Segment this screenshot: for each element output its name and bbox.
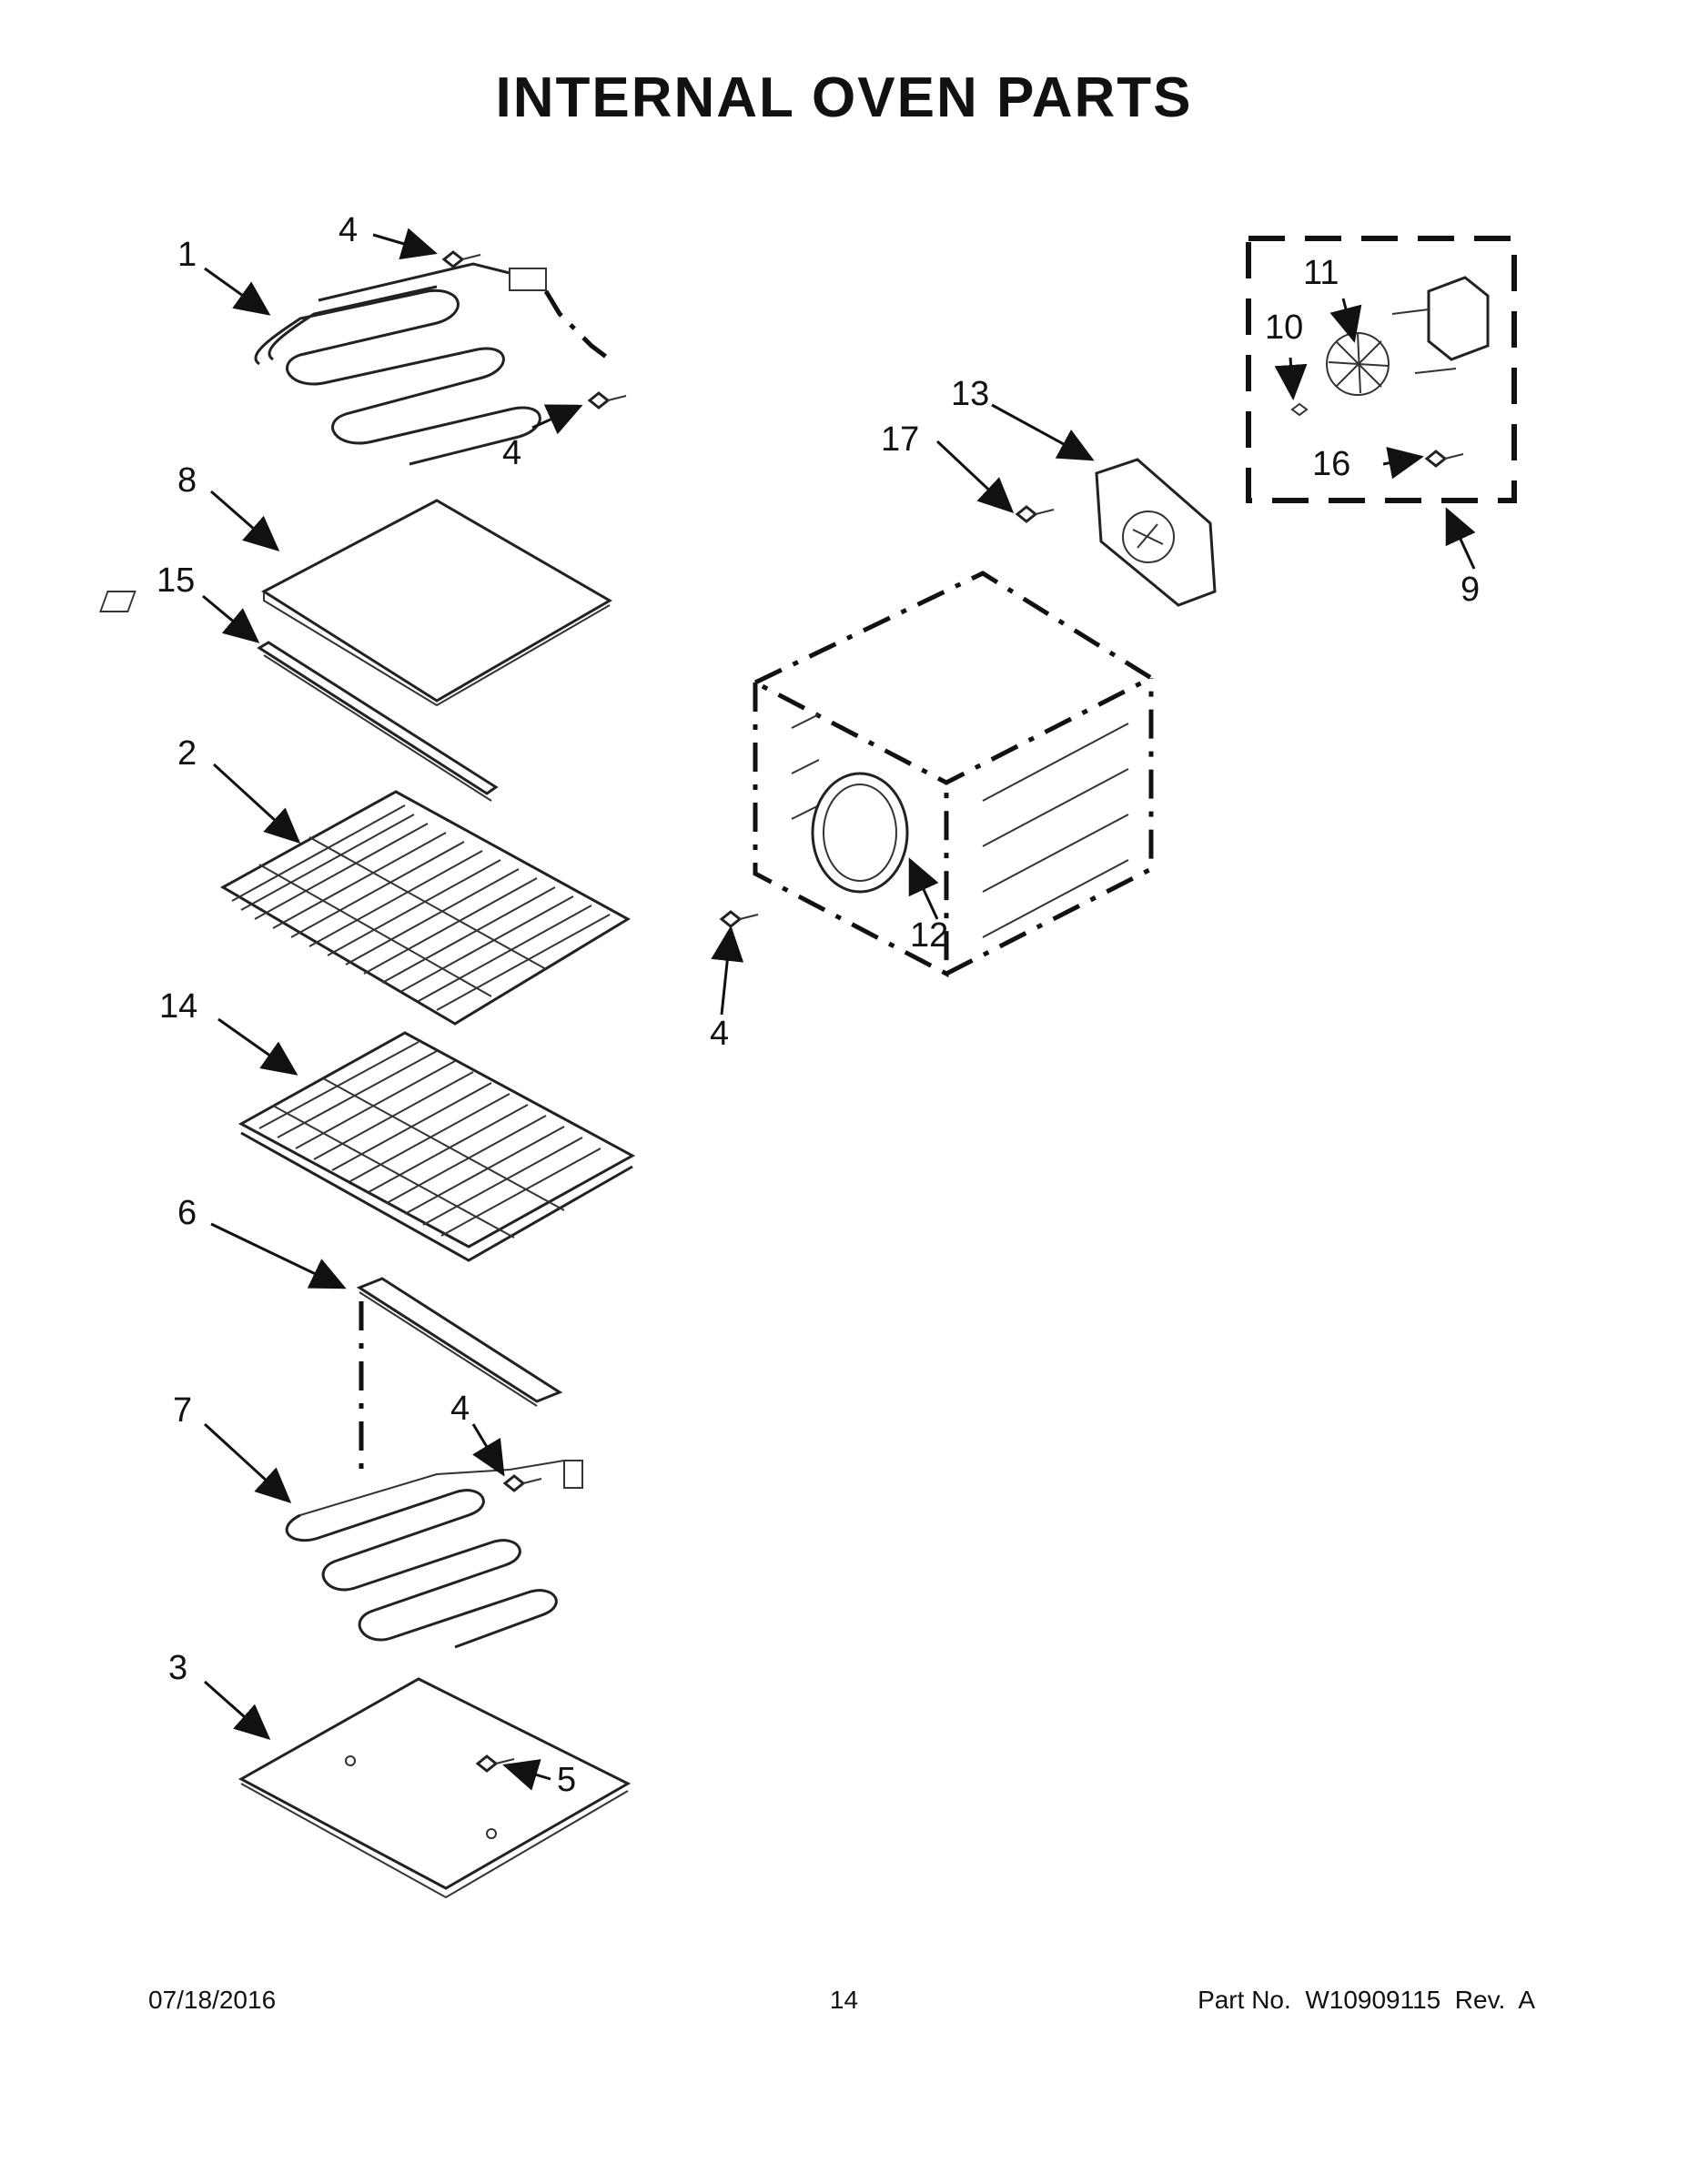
trim-bar-part — [356, 1277, 563, 1474]
leader-arrows — [202, 228, 1476, 1791]
callout-2: 2 — [177, 734, 197, 773]
callout-17: 17 — [881, 420, 919, 459]
panel-part — [99, 499, 612, 707]
callout-8: 8 — [177, 461, 197, 500]
broil-element-part — [254, 262, 612, 466]
callout-4: 4 — [710, 1015, 729, 1053]
screw-icon — [1424, 450, 1464, 468]
callout-3: 3 — [168, 1649, 187, 1687]
callout-1: 1 — [177, 236, 197, 274]
callout-5: 5 — [557, 1761, 576, 1799]
footer-page-number: 14 — [829, 1986, 859, 2014]
roller-rack-part — [238, 1031, 636, 1262]
callout-12: 12 — [910, 916, 948, 955]
screw-icon — [587, 391, 627, 410]
callout-11: 11 — [1303, 254, 1339, 292]
callout-9: 9 — [1461, 571, 1480, 609]
callout-15: 15 — [157, 561, 195, 600]
footer-part-number: Part No. W10909115 Rev. A — [1198, 1986, 1535, 2014]
oven-cavity-part — [750, 571, 1157, 978]
screw-icon — [1015, 505, 1055, 523]
callout-4: 4 — [339, 211, 358, 249]
callout-13: 13 — [951, 375, 989, 413]
screw-icon — [719, 910, 759, 928]
callout-6: 6 — [177, 1194, 197, 1232]
screw-icon — [502, 1474, 542, 1492]
footer-date: 07/18/2016 — [148, 1986, 277, 2014]
callout-14: 14 — [159, 987, 197, 1026]
callout-16: 16 — [1312, 445, 1350, 483]
callout-10: 10 — [1265, 308, 1303, 347]
callout-4: 4 — [450, 1390, 470, 1428]
bake-element-part — [285, 1460, 583, 1649]
screw-icon — [441, 250, 481, 268]
fan-cover-part — [1095, 458, 1217, 607]
oven-rack-part — [219, 790, 632, 1026]
trim-strip-part — [257, 641, 499, 802]
page-title: INTERNAL OVEN PARTS — [495, 66, 1193, 129]
callout-7: 7 — [173, 1391, 192, 1430]
bottom-panel-part — [238, 1677, 632, 1899]
fan-motor-assembly-box — [1246, 236, 1517, 503]
screw-icon — [475, 1754, 515, 1773]
callout-4: 4 — [502, 434, 521, 472]
